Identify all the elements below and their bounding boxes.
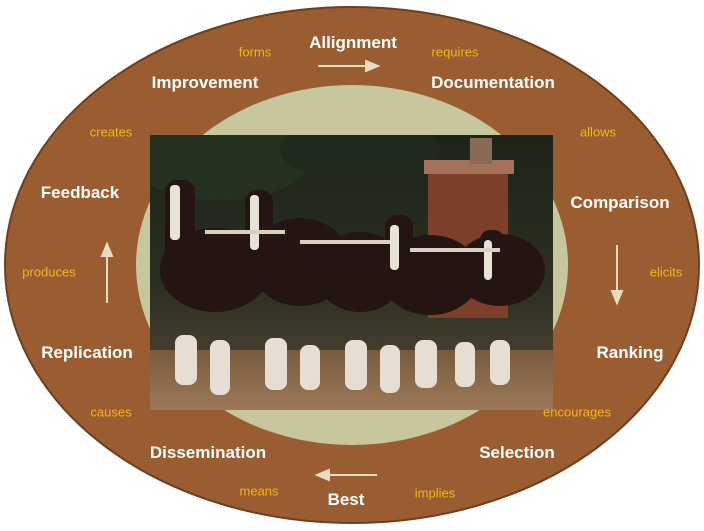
verb-causes: causes: [90, 404, 132, 420]
term-selection: Selection: [479, 443, 555, 462]
verb-requires: requires: [431, 44, 479, 60]
verb-produces: produces: [22, 264, 76, 280]
verb-creates: creates: [89, 124, 133, 140]
verb-elicits: elicits: [649, 264, 683, 280]
verb-forms: forms: [238, 44, 272, 60]
term-improvement: Improvement: [151, 73, 259, 92]
arrow-up-left: [100, 241, 114, 303]
verb-implies: implies: [414, 485, 456, 501]
term-dissemination: Dissemination: [149, 443, 267, 462]
arrow-left-bottom: [314, 468, 377, 482]
term-ranking: Ranking: [596, 343, 664, 362]
verb-encourages: encourages: [543, 404, 611, 420]
verb-allows: allows: [579, 124, 617, 140]
arrow-down-right: [610, 245, 624, 306]
arrow-right-top: [318, 59, 381, 73]
verb-means: means: [239, 483, 279, 499]
term-replication: Replication: [41, 343, 133, 362]
term-allignment: Allignment: [309, 33, 397, 52]
term-best: Best: [327, 490, 365, 509]
term-feedback: Feedback: [40, 183, 120, 202]
term-comparison: Comparison: [570, 193, 670, 212]
term-documentation: Documentation: [431, 73, 555, 92]
horses-photo: [150, 135, 553, 410]
